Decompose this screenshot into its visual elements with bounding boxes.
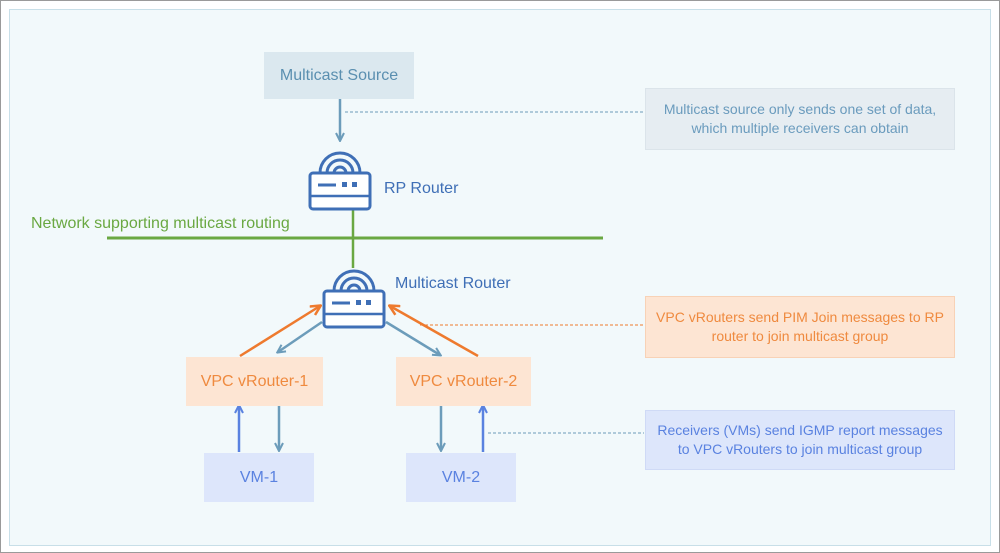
multicast-router-label: Multicast Router — [395, 275, 511, 292]
router-icon — [322, 269, 386, 329]
vrouter1-label: VPC vRouter-1 — [200, 372, 309, 390]
vm1-box: VM-1 — [204, 453, 314, 502]
vrouter1-pim-join-arrow — [239, 306, 320, 358]
network-label: Network supporting multicast routing — [31, 215, 290, 232]
multicast-source-label: Multicast Source — [279, 66, 399, 84]
vm1-label: VM-1 — [239, 468, 279, 486]
igmp-note-text: Receivers (VMs) send IGMP report message… — [657, 422, 943, 457]
vrouter2-label: VPC vRouter-2 — [409, 372, 518, 390]
vm2-label: VM-2 — [441, 468, 481, 486]
rp-router-label: RP Router — [384, 180, 459, 197]
source-note: Multicast source only sends one set of d… — [645, 88, 955, 150]
source-note-text: Multicast source only sends one set of d… — [663, 101, 937, 136]
pim-join-note: VPC vRouters send PIM Join messages to R… — [645, 296, 955, 358]
router-to-vrouter2-data-arrow — [385, 320, 440, 355]
multicast-source-box: Multicast Source — [264, 52, 414, 99]
vrouter2-box: VPC vRouter-2 — [396, 357, 531, 406]
router-icon — [308, 151, 372, 211]
vm2-box: VM-2 — [406, 453, 516, 502]
pim-join-note-text: VPC vRouters send PIM Join messages to R… — [656, 309, 944, 344]
igmp-note: Receivers (VMs) send IGMP report message… — [645, 410, 955, 470]
vrouter2-pim-join-arrow — [390, 306, 479, 358]
router-to-vrouter1-data-arrow — [278, 320, 323, 352]
vrouter1-box: VPC vRouter-1 — [186, 357, 323, 406]
